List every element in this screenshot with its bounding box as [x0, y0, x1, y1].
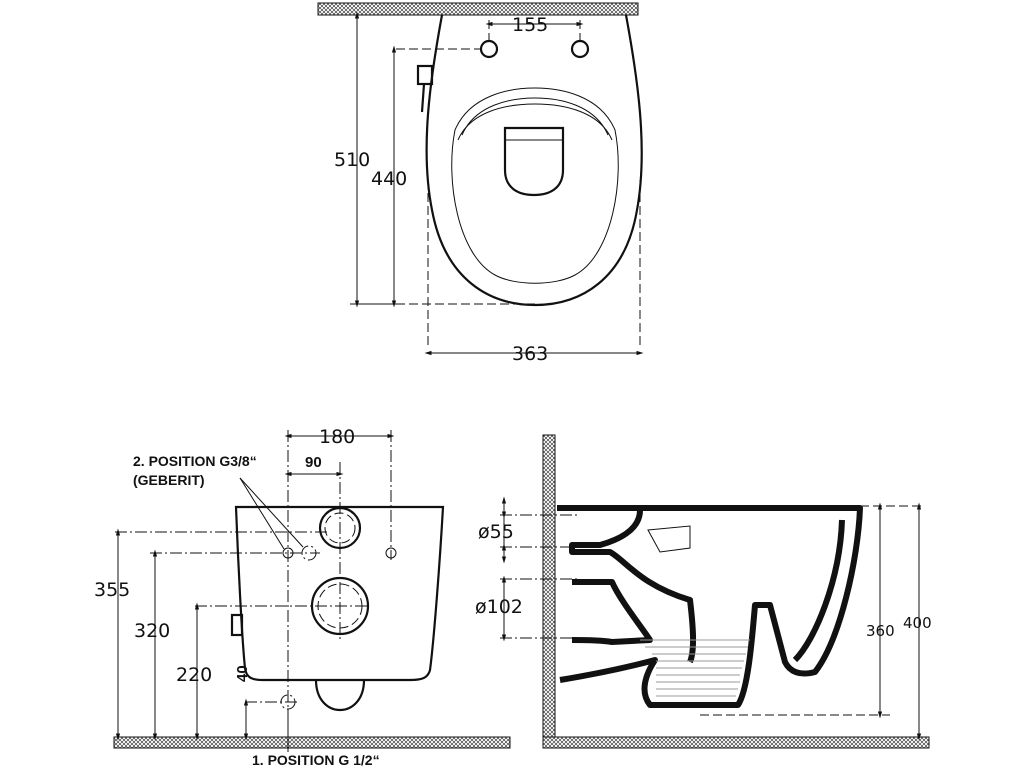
bowl-inner-top — [461, 97, 609, 136]
bowl-inner-top-2 — [457, 103, 613, 141]
label-position-1: 1. POSITION G 1/2“ — [252, 752, 380, 768]
wall-side — [542, 434, 556, 738]
dim-363: 363 — [512, 343, 548, 365]
outlet-front — [314, 679, 366, 712]
dim-90: 90 — [305, 454, 322, 471]
dim-320: 320 — [134, 620, 170, 642]
dim-40: 40 — [234, 665, 251, 682]
drain-outlet-top — [503, 126, 565, 197]
pan-section-outer — [557, 505, 863, 708]
dim-400: 400 — [903, 614, 932, 632]
dim-360: 360 — [866, 622, 895, 640]
bowl-rim-top — [451, 87, 619, 284]
dim-440: 440 — [371, 168, 407, 190]
bolt-hole-left — [479, 39, 499, 59]
bowl-outline-top — [425, 14, 643, 307]
pan-section-trap — [571, 579, 653, 645]
dim-d102: ø102 — [475, 596, 523, 618]
floor-side — [542, 736, 930, 749]
dim-155: 155 — [512, 14, 548, 36]
flush-inlet — [647, 525, 691, 553]
floor-front — [113, 736, 511, 749]
dim-d55: ø55 — [478, 521, 514, 543]
side-fitting — [416, 64, 434, 86]
label-position-2-geberit: (GEBERIT) — [133, 472, 205, 488]
dim-220: 220 — [176, 664, 212, 686]
dim-180: 180 — [319, 426, 355, 448]
bracket-front — [230, 613, 244, 637]
wall-top — [317, 2, 639, 16]
dim-510: 510 — [334, 149, 370, 171]
top-view: 155 510 440 363 — [317, 2, 644, 365]
label-position-2: 2. POSITION G3/8“ — [133, 453, 257, 469]
pan-body-front — [234, 505, 445, 682]
front-view: 180 90 2. POSITION G3/8“ (GEBERIT) 355 3… — [94, 426, 511, 768]
pan-section-inner — [569, 509, 845, 664]
side-view: ø55 ø102 360 400 — [475, 434, 932, 749]
dim-355: 355 — [94, 579, 130, 601]
water-level — [640, 639, 750, 697]
bolt-hole-right — [570, 39, 590, 59]
